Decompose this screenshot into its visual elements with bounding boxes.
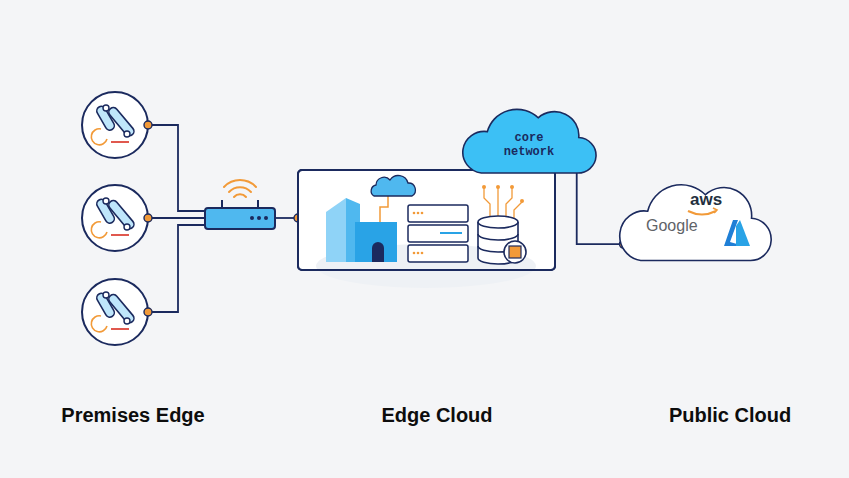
connector-line xyxy=(577,173,624,244)
section-label: Edge Cloud xyxy=(381,404,492,427)
section-label: Public Cloud xyxy=(669,404,791,427)
robot-wires xyxy=(152,125,294,312)
router xyxy=(205,180,302,229)
network-cloud: core network xyxy=(463,102,595,176)
aws-logo-text: aws xyxy=(690,190,722,210)
edge-cloud-box xyxy=(298,170,555,288)
section-label: Premises Edge xyxy=(61,404,204,427)
public-cloud: awsGoogle xyxy=(620,176,770,264)
node-label: core network xyxy=(498,131,560,160)
google-logo-text: Google xyxy=(646,216,698,235)
robot-icons xyxy=(82,92,152,345)
